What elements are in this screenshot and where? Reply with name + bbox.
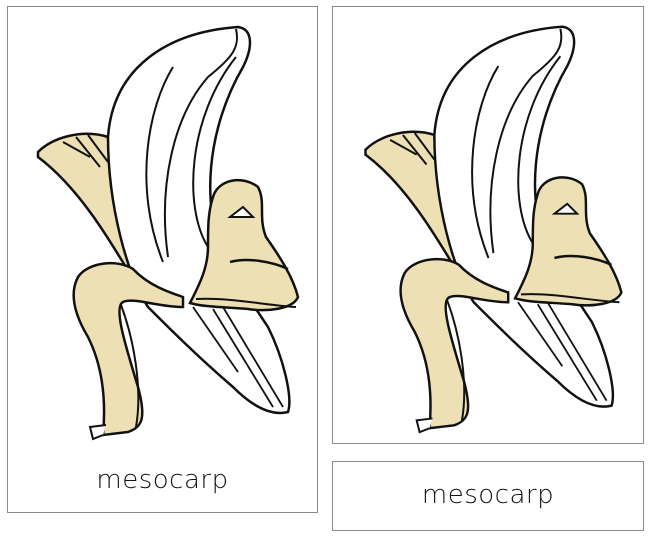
label-card: mesocarp xyxy=(332,461,644,531)
picture-card xyxy=(332,6,644,444)
control-card-caption: mesocarp xyxy=(96,465,229,495)
control-card: mesocarp xyxy=(7,6,318,513)
banana-illustration xyxy=(36,25,300,441)
banana-illustration xyxy=(364,25,623,434)
label-card-caption: mesocarp xyxy=(421,480,555,510)
